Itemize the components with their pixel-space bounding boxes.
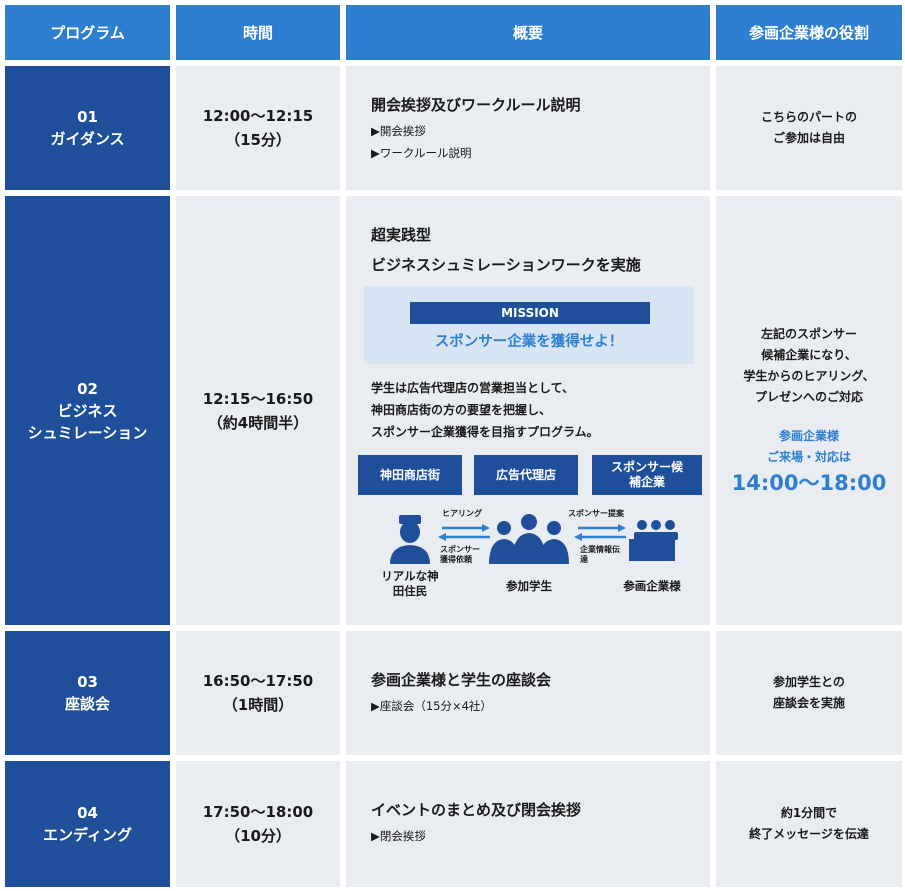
- role-line: こちらのパートの: [760, 110, 857, 124]
- description-line: スポンサー企業獲得を目指すプログラム。: [371, 425, 599, 439]
- arrow-label: スポンサー提案: [568, 509, 624, 518]
- header-overview: 概要: [346, 5, 710, 60]
- overview-title: 超実践型: [371, 226, 432, 244]
- visit-time: 14:00～18:00: [731, 470, 887, 495]
- time-range: 12:00～12:15: [202, 107, 314, 125]
- students-group-icon: [489, 514, 569, 564]
- program-number: 03: [77, 673, 98, 691]
- role-cell-01: こちらのパートの ご参加は自由: [716, 66, 902, 190]
- tag-agency: 広告代理店: [474, 455, 578, 495]
- mission-text: スポンサー企業を獲得せよ！: [434, 334, 624, 350]
- role-line: ご参加は自由: [772, 131, 845, 145]
- time-range: 17:50～18:00: [202, 803, 314, 821]
- arrow-right-pair-icon: [574, 524, 626, 541]
- time-cell-01: 12:00～12:15 （15分）: [176, 66, 340, 190]
- overview-cell-03: 参画企業様と学生の座談会 ▶座談会（15分×4社）: [346, 631, 710, 755]
- overview-cell-02: 超実践型 ビジネスシュミレーションワークを実施 MISSION スポンサー企業を…: [346, 196, 710, 625]
- overview-title: 参画企業様と学生の座談会: [371, 671, 552, 689]
- students-label: 参加学生: [506, 579, 552, 593]
- overview-title: 開会挨拶及びワークルール説明: [371, 96, 581, 114]
- company-panel-icon: [629, 520, 678, 561]
- overview-item: ▶座談会（15分×4社）: [371, 699, 492, 713]
- role-line: 座談会を実施: [772, 696, 845, 710]
- program-name: ガイダンス: [50, 130, 125, 148]
- header-time: 時間: [176, 5, 340, 60]
- program-number: 01: [77, 108, 98, 126]
- time-duration: （1時間）: [222, 696, 294, 714]
- company-label: 参画企業様: [623, 579, 681, 593]
- program-number: 02: [77, 379, 98, 398]
- program-cell-02: 02 ビジネス シュミレーション: [5, 196, 170, 625]
- arrow-label: 企業情報伝達: [580, 545, 620, 564]
- resident-label: リアルな神田住民: [381, 569, 439, 598]
- role-cell-02: 左記のスポンサー 候補企業になり、 学生からのヒアリング、 プレゼンへのご対応 …: [716, 196, 902, 625]
- tag-sponsor: スポンサー候補企業: [592, 455, 702, 495]
- arrow-label: ヒアリング: [442, 509, 482, 518]
- role-cell-04: 約1分間で 終了メッセージを伝達: [716, 761, 902, 887]
- arrow-left-pair-icon: [438, 524, 490, 541]
- time-duration: （15分）: [225, 131, 291, 149]
- time-duration: （約4時間半）: [207, 413, 309, 432]
- diagram-figures: [390, 514, 678, 564]
- time-cell-04: 17:50～18:00 （10分）: [176, 761, 340, 887]
- header-program: プログラム: [5, 5, 170, 60]
- program-number: 04: [77, 804, 98, 822]
- description-line: 学生は広告代理店の営業担当として、: [371, 381, 575, 395]
- mission-label: MISSION: [410, 302, 650, 324]
- arrow-label: スポンサー獲得依頼: [440, 545, 480, 564]
- visit-line: ご来場・対応は: [766, 449, 851, 464]
- overview-item: ▶開会挨拶: [371, 124, 426, 138]
- overview-item: ▶閉会挨拶: [371, 829, 426, 843]
- program-cell-03: 03 座談会: [5, 631, 170, 755]
- program-cell-04: 04 エンディング: [5, 761, 170, 887]
- overview-cell-04: イベントのまとめ及び閉会挨拶 ▶閉会挨拶: [346, 761, 710, 887]
- role-line: プレゼンへのご対応: [754, 389, 863, 404]
- overview-cell-01: 開会挨拶及びワークルール説明 ▶開会挨拶 ▶ワークルール説明: [346, 66, 710, 190]
- resident-figure-icon: [390, 515, 430, 564]
- overview-item: ▶ワークルール説明: [371, 146, 472, 160]
- role-line: 学生からのヒアリング、: [743, 368, 875, 383]
- tag-shotengai: 神田商店街: [358, 455, 462, 495]
- time-range: 16:50～17:50: [202, 672, 314, 690]
- time-cell-02: 12:15～16:50 （約4時間半）: [176, 196, 340, 625]
- program-cell-01: 01 ガイダンス: [5, 66, 170, 190]
- program-name: シュミレーション: [27, 423, 148, 442]
- role-line: 約1分間で: [780, 806, 838, 820]
- time-cell-03: 16:50～17:50 （1時間）: [176, 631, 340, 755]
- description-line: 神田商店街の方の要望を把握し、: [371, 403, 552, 417]
- role-line: 参加学生との: [773, 675, 845, 689]
- role-line: 左記のスポンサー: [760, 326, 857, 341]
- overview-title: ビジネスシュミレーションワークを実施: [371, 256, 641, 274]
- role-cell-03: 参加学生との 座談会を実施: [716, 631, 902, 755]
- overview-title: イベントのまとめ及び閉会挨拶: [371, 801, 582, 819]
- role-line: 候補企業になり、: [761, 347, 857, 362]
- program-name: 座談会: [64, 695, 110, 713]
- mission-box: [364, 286, 694, 364]
- time-duration: （10分）: [225, 827, 291, 845]
- program-name: ビジネス: [57, 401, 118, 420]
- header-role: 参画企業様の役割: [716, 5, 902, 60]
- visit-line: 参画企業様: [778, 428, 839, 443]
- time-range: 12:15～16:50: [202, 389, 314, 408]
- role-line: 終了メッセージを伝達: [749, 827, 869, 841]
- program-name: エンディング: [43, 826, 132, 844]
